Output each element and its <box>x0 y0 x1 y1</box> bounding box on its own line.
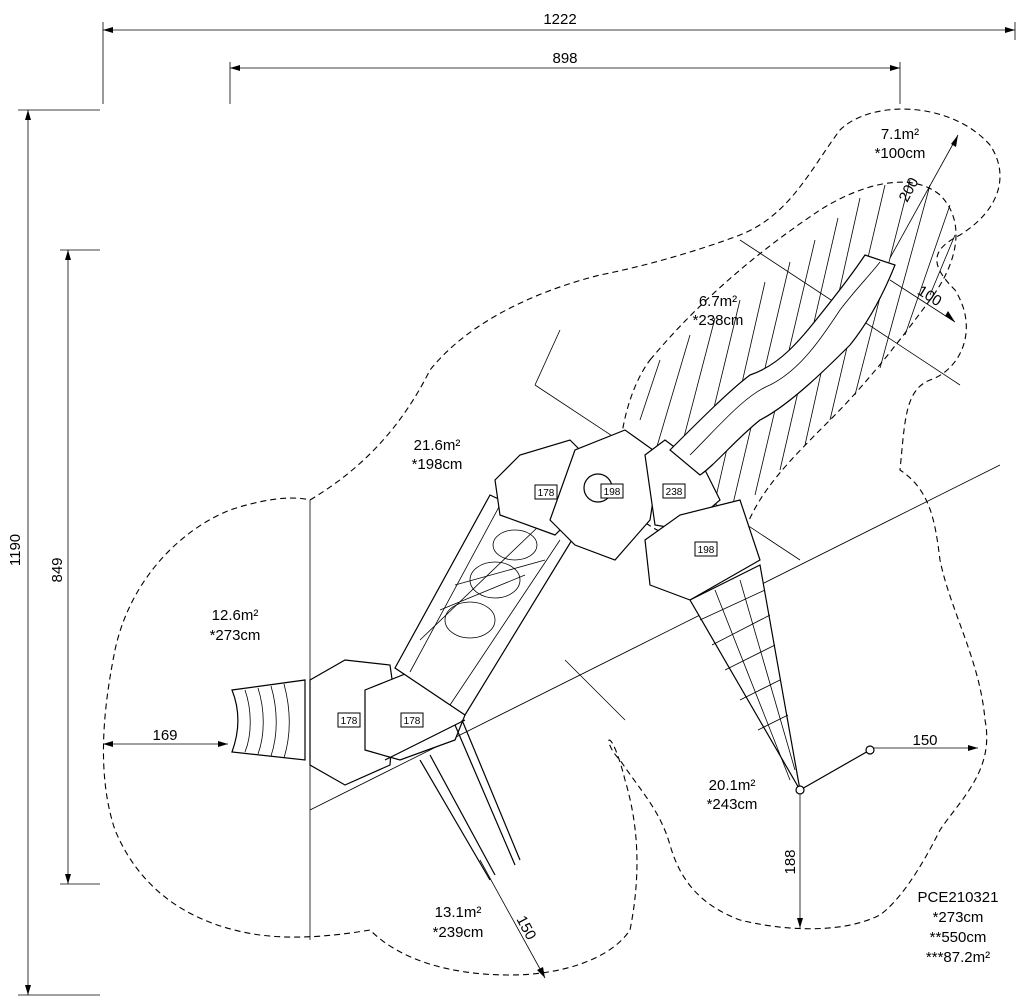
inner-height-label: 849 <box>49 557 66 582</box>
dimension-lines <box>18 22 1016 996</box>
platform-tag: 238 <box>666 487 683 498</box>
zone-area: 6.7m² <box>699 293 737 310</box>
platform-tag: 178 <box>538 488 555 499</box>
zone-height: *238cm <box>693 312 744 329</box>
product-info-line: **550cm <box>930 929 987 946</box>
product-info-line: *273cm <box>933 909 984 926</box>
platform-tag: 178 <box>404 716 421 727</box>
zone-area: 12.6m² <box>212 607 259 624</box>
zone-height: *239cm <box>433 924 484 941</box>
zone-height: *198cm <box>412 456 463 473</box>
bottom-diagonal-label: 150 <box>513 913 540 943</box>
platform-tags: 178 178 178 198 238 198 <box>337 483 718 728</box>
top-diagonal-long-label: 200 <box>896 175 923 205</box>
left-clearance-label: 169 <box>152 727 177 744</box>
platform-tag: 198 <box>604 487 621 498</box>
right-clearance-label: 150 <box>912 732 937 749</box>
spiral-slide <box>669 254 896 476</box>
bottom-right-clearance-label: 188 <box>782 849 799 874</box>
zone-height: *100cm <box>875 145 926 162</box>
inner-width-label: 898 <box>552 50 577 67</box>
left-slide <box>231 679 306 761</box>
zone-area: 13.1m² <box>435 904 482 921</box>
zone-area: 7.1m² <box>881 126 919 143</box>
top-diagonal-short-label: 100 <box>914 282 944 310</box>
platform-tag: 198 <box>698 545 715 556</box>
platform-tag: 178 <box>341 716 358 727</box>
zone-labels: 7.1m² *100cm 6.7m² *238cm 21.6m² *198cm … <box>210 126 926 941</box>
zone-area: 20.1m² <box>709 777 756 794</box>
product-info-line: ***87.2m² <box>926 949 990 966</box>
overall-width-label: 1222 <box>543 11 576 28</box>
zone-area: 21.6m² <box>414 437 461 454</box>
dimension-labels: 1222 898 1190 849 169 150 188 150 200 10… <box>7 11 945 943</box>
overall-height-label: 1190 <box>7 534 24 566</box>
product-info: PCE210321 *273cm **550cm ***87.2m² <box>918 889 999 966</box>
zone-height: *243cm <box>707 796 758 813</box>
zone-height: *273cm <box>210 627 261 644</box>
product-code: PCE210321 <box>918 889 999 906</box>
cargo-net <box>689 564 801 791</box>
